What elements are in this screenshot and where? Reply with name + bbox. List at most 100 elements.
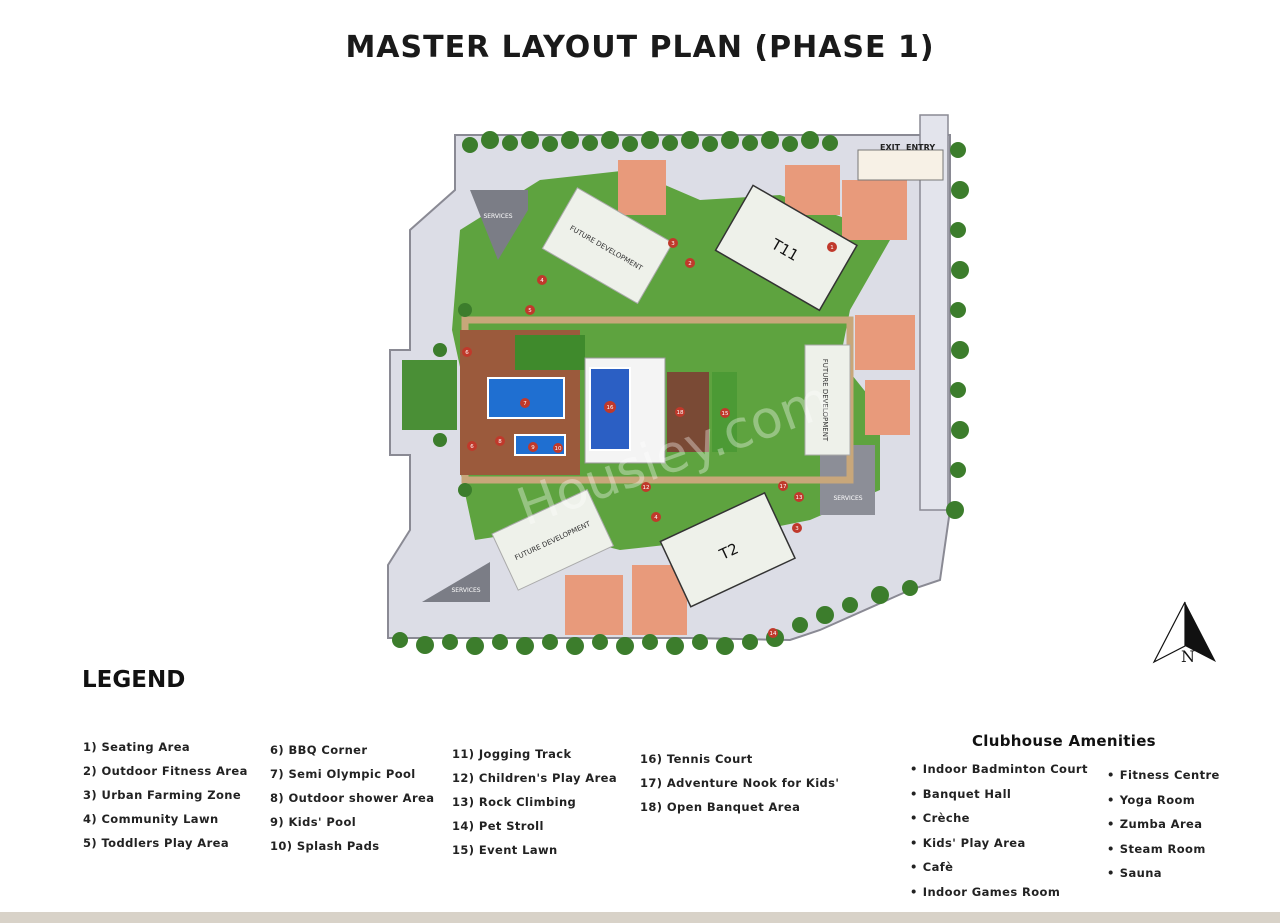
svg-text:6: 6 <box>465 350 469 356</box>
marker: 13 <box>794 492 804 502</box>
marker: 18 <box>675 407 685 417</box>
marker: 8 <box>495 436 505 446</box>
svg-text:4: 4 <box>540 278 544 284</box>
svg-text:17: 17 <box>780 484 787 490</box>
north-arrow: N <box>1152 601 1216 666</box>
paving <box>618 160 666 215</box>
clubhouse-column-2: Fitness Centre Yoga Room Zumba Area Stea… <box>1107 763 1220 886</box>
services-area <box>470 190 528 260</box>
marker: 5 <box>525 305 535 315</box>
clubhouse-title: Clubhouse Amenities <box>972 732 1156 750</box>
marker: 2 <box>685 258 695 268</box>
svg-text:5: 5 <box>528 308 532 314</box>
kids-pool <box>514 434 566 456</box>
clubhouse-item: Indoor Badminton Court <box>910 757 1088 782</box>
legend-item: 14) Pet Stroll <box>452 819 544 833</box>
clubhouse-item: Steam Room <box>1107 837 1220 862</box>
paving <box>865 380 910 435</box>
clubhouse-item: Sauna <box>1107 861 1220 886</box>
services-label: SERVICES <box>451 587 480 594</box>
paving <box>785 165 840 215</box>
legend-item: 8) Outdoor shower Area <box>270 791 435 805</box>
clubhouse-item: Banquet Hall <box>910 782 1088 807</box>
svg-text:FUTURE DEVELOPMENT: FUTURE DEVELOPMENT <box>821 359 829 442</box>
gate <box>857 149 944 181</box>
marker: 1 <box>827 242 837 252</box>
clubhouse-item: Zumba Area <box>1107 812 1220 837</box>
legend-column-1: 1) Seating Area 2) Outdoor Fitness Area … <box>83 735 248 855</box>
marker: 12 <box>641 482 651 492</box>
svg-text:3: 3 <box>671 241 675 247</box>
legend-item: 12) Children's Play Area <box>452 771 618 785</box>
future-development-e: FUTURE DEVELOPMENT <box>804 344 851 456</box>
legend-item: 6) BBQ Corner <box>270 743 368 757</box>
marker: 14 <box>768 628 778 638</box>
exit-label: EXIT <box>880 143 901 152</box>
marker: 10 <box>553 443 563 453</box>
svg-text:2: 2 <box>688 261 692 267</box>
svg-text:7: 7 <box>523 401 527 407</box>
svg-text:14: 14 <box>770 631 777 637</box>
semi-olympic-pool <box>487 377 565 419</box>
svg-text:18: 18 <box>677 410 684 416</box>
svg-text:3: 3 <box>795 526 799 532</box>
future-development-nw: FUTURE DEVELOPMENT <box>541 187 674 305</box>
amenity-markers: 1 2 3 3 4 4 5 6 7 8 9 10 6 12 13 14 15 1… <box>462 238 837 638</box>
svg-text:1: 1 <box>830 245 834 251</box>
legend-item: 7) Semi Olympic Pool <box>270 767 416 781</box>
legend-item: 10) Splash Pads <box>270 839 380 853</box>
legend-item: 3) Urban Farming Zone <box>83 788 242 802</box>
east-road <box>919 114 949 511</box>
marker: 4 <box>651 512 661 522</box>
north-label: N <box>1181 647 1195 666</box>
svg-text:9: 9 <box>531 445 535 451</box>
bottom-strip <box>0 912 1280 923</box>
marker: 16 <box>604 401 616 413</box>
legend-item: 1) Seating Area <box>83 740 191 754</box>
legend-item: 11) Jogging Track <box>452 747 572 761</box>
svg-text:8: 8 <box>498 439 502 445</box>
marker: 7 <box>520 398 530 408</box>
legend-column-4: 16) Tennis Court 17) Adventure Nook for … <box>640 747 839 819</box>
page-title: MASTER LAYOUT PLAN (PHASE 1) <box>345 30 935 65</box>
svg-text:13: 13 <box>796 495 803 501</box>
legend-item: 4) Community Lawn <box>83 812 219 826</box>
legend-item: 13) Rock Climbing <box>452 795 577 809</box>
services-label: SERVICES <box>833 495 862 502</box>
svg-text:4: 4 <box>654 515 658 521</box>
svg-text:15: 15 <box>722 411 729 417</box>
lawn-block <box>515 335 585 370</box>
marker: 15 <box>720 408 730 418</box>
paving <box>565 575 623 635</box>
legend-item: 16) Tennis Court <box>640 752 753 766</box>
site-plan: FUTURE DEVELOPMENT T11 FUTURE DEVELOPMEN… <box>387 114 969 655</box>
marker: 3 <box>668 238 678 248</box>
clubhouse-item: Indoor Games Room <box>910 880 1088 905</box>
services-label: SERVICES <box>483 213 512 220</box>
clubhouse-item: Kids' Play Area <box>910 831 1088 856</box>
banquet-deck <box>667 372 709 452</box>
legend-title: LEGEND <box>82 667 186 693</box>
west-lawn <box>402 360 457 430</box>
marker: 6 <box>467 441 477 451</box>
entry-label: ENTRY <box>906 143 935 152</box>
clubhouse-item: Crèche <box>910 806 1088 831</box>
marker: 4 <box>537 275 547 285</box>
clubhouse-column-1: Indoor Badminton Court Banquet Hall Crèc… <box>910 757 1088 904</box>
future-development-sw: FUTURE DEVELOPMENT <box>491 488 615 591</box>
marker: 17 <box>778 481 788 491</box>
clubhouse-item: Cafè <box>910 855 1088 880</box>
marker: 6 <box>462 347 472 357</box>
legend-column-3: 11) Jogging Track 12) Children's Play Ar… <box>452 742 617 862</box>
paving <box>855 315 915 370</box>
tower-t2: T2 <box>659 491 797 608</box>
svg-text:6: 6 <box>470 444 474 450</box>
legend-item: 18) Open Banquet Area <box>640 800 801 814</box>
marker: 9 <box>528 442 538 452</box>
legend-column-2: 6) BBQ Corner 7) Semi Olympic Pool 8) Ou… <box>270 738 434 858</box>
svg-text:16: 16 <box>607 405 614 411</box>
tower-t11: T11 <box>714 184 858 312</box>
svg-text:12: 12 <box>643 485 650 491</box>
legend-item: 17) Adventure Nook for Kids' <box>640 776 840 790</box>
